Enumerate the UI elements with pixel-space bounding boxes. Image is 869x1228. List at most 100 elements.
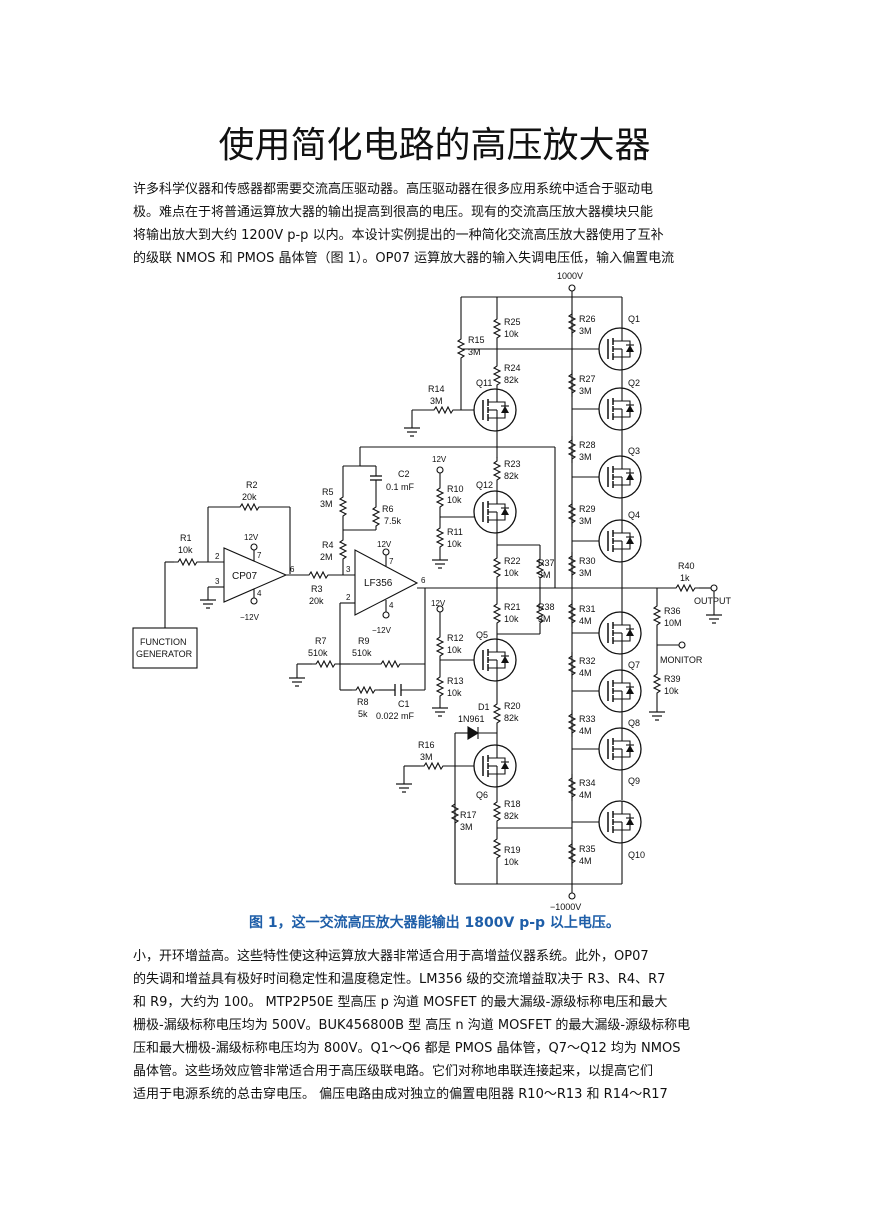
opamp-cp07-pin: 4 — [257, 589, 262, 598]
component-value: 0.1 mF — [386, 482, 415, 492]
component-ref: R28 — [579, 440, 596, 450]
component-ref: R9 — [358, 636, 370, 646]
component-ref: R2 — [246, 480, 258, 490]
opamp-cp07-label: CP07 — [232, 571, 257, 582]
component-value: 3M — [460, 822, 473, 832]
component-value: 3M — [579, 326, 592, 336]
component-ref: R38 — [538, 602, 555, 612]
component-value: 82k — [504, 811, 519, 821]
text-line: 和 R9，大约为 100。 MTP2P50E 型高压 p 沟道 MOSFET 的… — [133, 995, 668, 1010]
component-ref: R40 — [678, 561, 695, 571]
component-value: 10M — [664, 618, 682, 628]
transistor-label: Q8 — [628, 718, 640, 728]
component-ref: R26 — [579, 314, 596, 324]
component-value: 10k — [447, 645, 462, 655]
transistor-label: Q7 — [628, 660, 640, 670]
component-ref: R6 — [382, 504, 394, 514]
text-line: 晶体管。这些场效应管非常适合用于高压级联电路。它们对称地串联连接起来，以提高它们 — [133, 1064, 654, 1079]
component-value: 510k — [352, 648, 372, 658]
component-ref: R31 — [579, 604, 596, 614]
opamp-lf356-label: LF356 — [364, 578, 393, 589]
component-value: 82k — [504, 471, 519, 481]
component-ref: R4 — [322, 540, 334, 550]
opamp-lf356-pin: 7 — [389, 557, 394, 566]
component-value: 3M — [538, 614, 551, 624]
text-line: 的级联 NMOS 和 PMOS 晶体管（图 1）。OP07 运算放大器的输入失调… — [133, 251, 675, 266]
component-value: 82k — [504, 713, 519, 723]
component-ref: R20 — [504, 701, 521, 711]
document-title: 使用简化电路的高压放大器 — [218, 125, 651, 166]
component-ref: R13 — [447, 676, 464, 686]
text-line: 压和最大栅极-漏级标称电压均为 800V。Q1～Q6 都是 PMOS 晶体管，Q… — [133, 1041, 681, 1056]
transistor-label: Q5 — [476, 630, 488, 640]
rail-top-label: 1000V — [557, 271, 583, 281]
component-ref: R33 — [579, 714, 596, 724]
component-ref: R10 — [447, 484, 464, 494]
component-ref: R36 — [664, 606, 681, 616]
component-ref: R37 — [538, 558, 555, 568]
text-line: 将输出放大到大约 1200V p-p 以内。本设计实例提出的一种简化交流高压放大… — [133, 228, 664, 243]
supply-12v-label: 12V — [431, 599, 446, 608]
component-ref: R5 — [322, 487, 334, 497]
component-ref: R25 — [504, 317, 521, 327]
text-line: 许多科学仪器和传感器都需要交流高压驱动器。高压驱动器在很多应用系统中适合于驱动电 — [133, 182, 654, 197]
monitor-terminal-label: MONITOR — [660, 655, 703, 665]
opamp-cp07-pin: 6 — [290, 565, 295, 574]
component-value: 10k — [447, 539, 462, 549]
component-value: 510k — [308, 648, 328, 658]
opamp-lf356-vpos: 12V — [377, 540, 392, 549]
opamp-lf356-vneg: −12V — [372, 626, 392, 635]
component-value: 5k — [358, 709, 368, 719]
output-terminal-label: OUTPUT — [694, 596, 732, 606]
component-ref: R27 — [579, 374, 596, 384]
transistor-label: Q3 — [628, 446, 640, 456]
component-value: 1k — [680, 573, 690, 583]
transistor-label: Q1 — [628, 314, 640, 324]
component-ref: R8 — [357, 697, 369, 707]
component-ref: R16 — [418, 740, 435, 750]
component-ref: R24 — [504, 363, 521, 373]
component-value: 20k — [309, 596, 324, 606]
component-value: 3M — [579, 516, 592, 526]
body-paragraph: 小，开环增益高。这些特性使这种运算放大器非常适合用于高增益仪器系统。此外，OP0… — [133, 945, 737, 1106]
component-ref: R23 — [504, 459, 521, 469]
component-ref: R32 — [579, 656, 596, 666]
opamp-cp07-vpos: 12V — [244, 533, 259, 542]
component-ref: D1 — [478, 702, 490, 712]
component-value: 10k — [504, 857, 519, 867]
component-value: 3M — [430, 396, 443, 406]
component-ref: R30 — [579, 556, 596, 566]
component-value: 3M — [579, 568, 592, 578]
component-ref: R22 — [504, 556, 521, 566]
component-value: 3M — [579, 386, 592, 396]
opamp-cp07-pin: 2 — [215, 552, 220, 561]
component-ref: R7 — [315, 636, 327, 646]
supply-12v-label: 12V — [432, 455, 447, 464]
opamp-lf356-pin: 6 — [421, 576, 426, 585]
component-value: 10k — [504, 329, 519, 339]
text-line: 适用于电源系统的总击穿电压。 偏压电路由成对独立的偏置电阻器 R10～R13 和… — [133, 1087, 668, 1102]
component-ref: C1 — [398, 699, 410, 709]
component-ref: R35 — [579, 844, 596, 854]
component-value: 3M — [420, 752, 433, 762]
component-value: 10k — [504, 568, 519, 578]
component-value: 4M — [579, 668, 592, 678]
text-line: 栅极-漏级标称电压均为 500V。BUK456800B 型 高压 n 沟道 MO… — [133, 1018, 691, 1033]
opamp-cp07-vneg: −12V — [240, 613, 260, 622]
transistor-label: Q6 — [476, 790, 488, 800]
transistor-label: Q4 — [628, 510, 640, 520]
opamp-lf356-pin: 3 — [346, 565, 351, 574]
function-generator-label-2: GENERATOR — [136, 649, 193, 659]
component-value: 3M — [538, 570, 551, 580]
transistor-label: Q11 — [476, 378, 492, 388]
component-value: 10k — [504, 614, 519, 624]
text-line: 小，开环增益高。这些特性使这种运算放大器非常适合用于高增益仪器系统。此外，OP0… — [133, 949, 649, 964]
figure-caption: 图 1，这一交流高压放大器能输出 1800V p-p 以上电压。 — [249, 915, 620, 931]
component-value: 10k — [664, 686, 679, 696]
rail-bottom-label: −1000V — [550, 902, 581, 912]
component-ref: R11 — [447, 527, 463, 537]
component-ref: R34 — [579, 778, 596, 788]
component-value: 10k — [447, 688, 462, 698]
component-value: 3M — [320, 499, 333, 509]
component-ref: R21 — [504, 602, 521, 612]
